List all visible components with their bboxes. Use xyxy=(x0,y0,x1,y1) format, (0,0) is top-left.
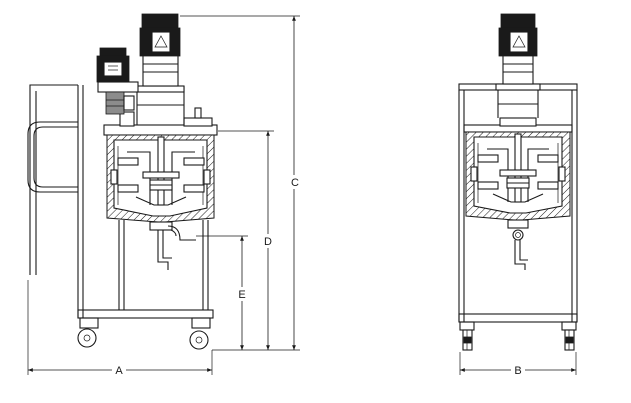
front-castor-right xyxy=(561,321,577,351)
vessel xyxy=(103,124,218,270)
dimension-d: D xyxy=(218,130,275,350)
front-vessel xyxy=(465,131,571,270)
side-view xyxy=(27,13,218,350)
dimension-label-e: E xyxy=(238,289,245,301)
front-castor-left xyxy=(459,321,475,351)
front-view xyxy=(458,13,578,351)
dimension-e: E xyxy=(196,235,249,350)
dimension-label-c: C xyxy=(291,177,299,189)
warning-triangle-icon xyxy=(512,35,526,48)
handle-frame xyxy=(27,84,84,318)
warning-triangle-icon xyxy=(154,35,168,48)
side-gear-motor xyxy=(96,47,139,115)
front-frame xyxy=(458,83,578,323)
dimension-b: B xyxy=(459,352,577,377)
dimension-label-d: D xyxy=(264,236,272,248)
castor-wheel-left xyxy=(77,317,99,348)
castor-wheel-right xyxy=(189,317,211,350)
dimension-label-a: A xyxy=(115,365,123,377)
front-drive-assembly xyxy=(495,13,541,127)
dimension-a: A xyxy=(27,280,213,377)
dimension-c: C xyxy=(180,15,302,351)
drive-assembly xyxy=(119,13,213,127)
base-frame xyxy=(77,220,214,319)
dimension-label-b: B xyxy=(514,365,521,377)
